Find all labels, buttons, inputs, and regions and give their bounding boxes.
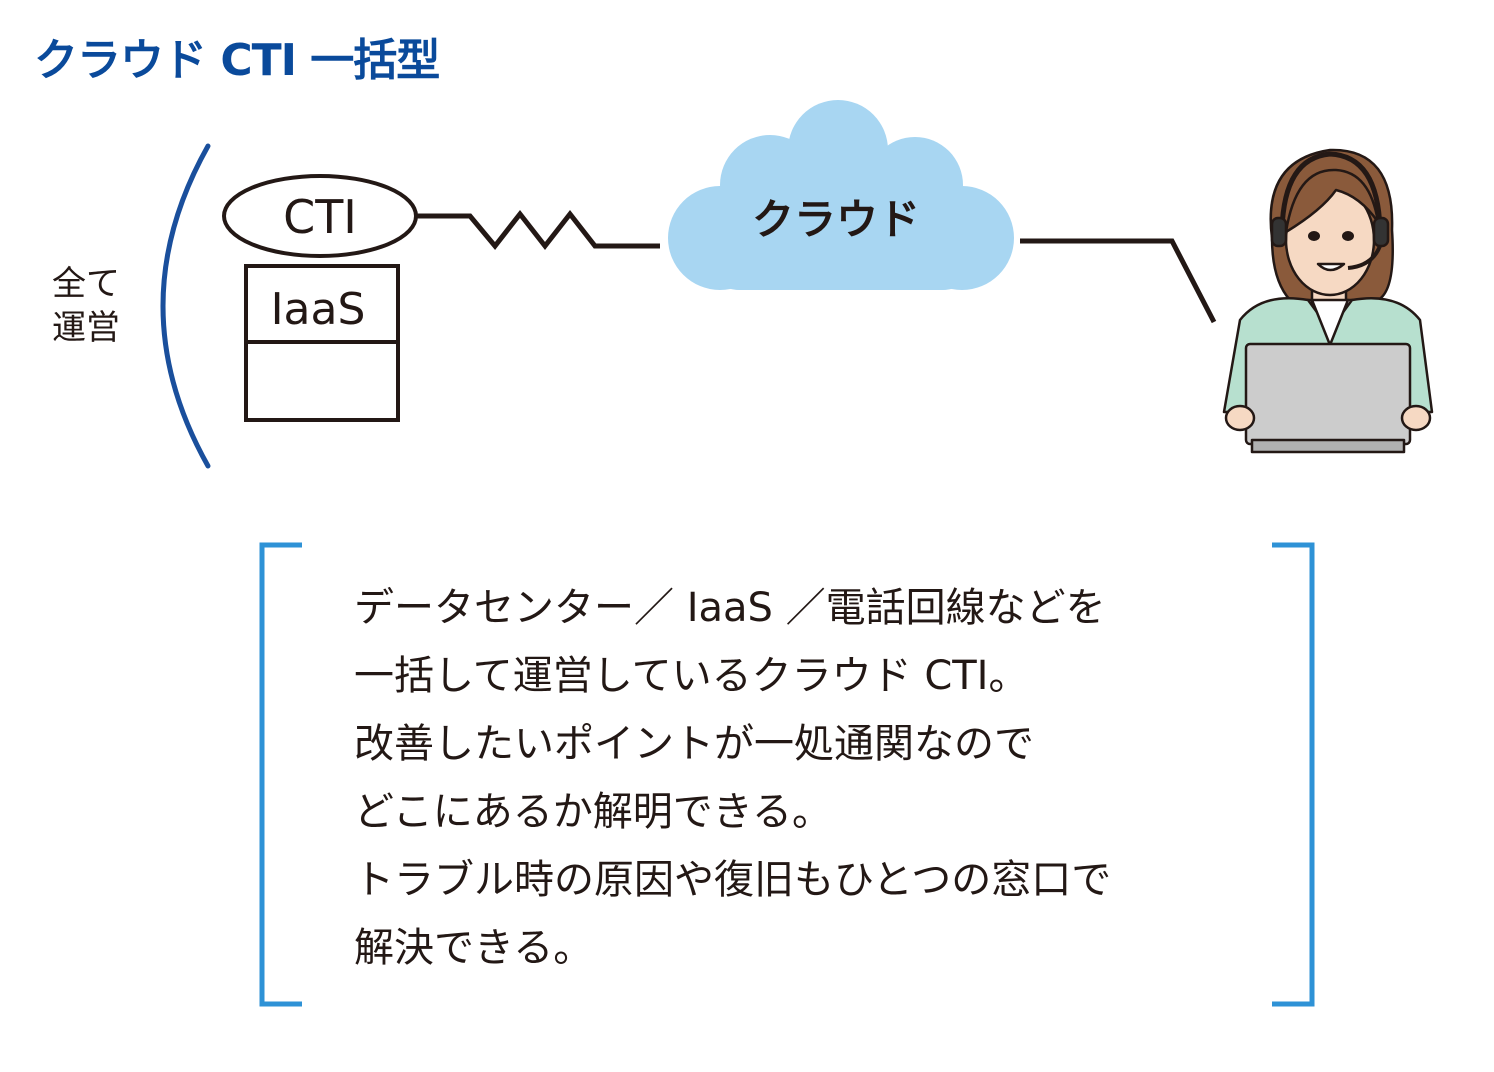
iaas-node: IaaS (244, 264, 400, 422)
caption-line: データセンター／ IaaS ／電話回線などを (354, 585, 1106, 631)
page-title: クラウド CTI 一括型 (34, 35, 440, 86)
operator-connection (1020, 238, 1217, 324)
caption-bracket-left (259, 542, 302, 1007)
zigzag-connection (417, 209, 660, 251)
caption-line: トラブル時の原因や復旧もひとつの窓口で (354, 857, 1112, 903)
scope-arc (160, 143, 211, 469)
caption-line: どこにあるか解明できる。 (354, 789, 832, 835)
caption-line: 解決できる。 (354, 925, 594, 971)
caption-line: 一括して運営しているクラウド CTI。 (354, 653, 1029, 699)
caption-bracket-right (1272, 542, 1315, 1007)
cloud-label: クラウド (752, 195, 920, 244)
caption-line: 改善したいポイントが一処通関なので (354, 721, 1034, 767)
cloud-icon: クラウド (668, 100, 1014, 290)
cti-label: CTI (283, 190, 357, 244)
side-label: 全て 運営 (52, 264, 120, 348)
cti-node: CTI (222, 174, 418, 258)
operator-with-headset-and-laptop-icon (1222, 148, 1434, 454)
iaas-label: IaaS (271, 284, 366, 335)
caption: データセンター／ IaaS ／電話回線などを 一括して運営しているクラウド CT… (354, 574, 1254, 982)
